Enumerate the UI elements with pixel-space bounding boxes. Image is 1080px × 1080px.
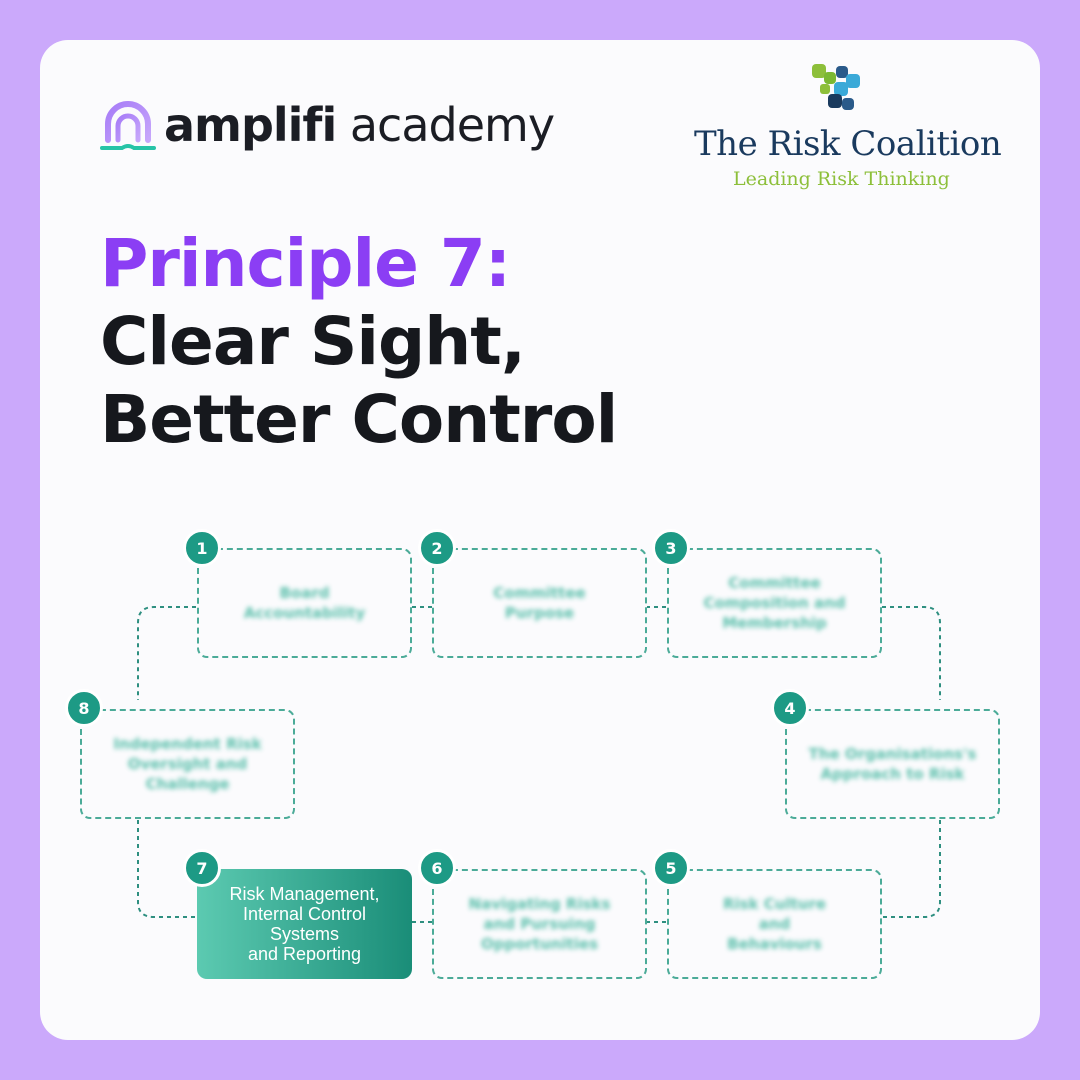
principle-number-6: 6: [418, 849, 456, 887]
principle-label-4: The Organisations's Approach to Risk: [808, 745, 977, 783]
brand-name-bold: amplifi: [164, 98, 337, 152]
principle-box-4: The Organisations's Approach to Risk: [785, 709, 1000, 819]
brand-wordmark: amplifi academy: [164, 98, 555, 152]
risk-coalition-brand: The Risk Coalition Leading Risk Thinking: [680, 58, 1002, 198]
principle-label-1: Board Accountability: [243, 584, 366, 622]
risk-coalition-puzzle-icon: [812, 64, 860, 110]
principle-number-1: 1: [183, 529, 221, 567]
risk-coalition-tagline: Leading Risk Thinking: [733, 168, 950, 190]
risk-coalition-name: The Risk Coalition: [694, 124, 1002, 164]
principle-box-6: Navigating Risks and Pursuing Opportunit…: [432, 869, 647, 979]
principle-label-6: Navigating Risks and Pursuing Opportunit…: [468, 895, 611, 953]
title-line-3: Better Control: [100, 381, 618, 458]
page-title: Principle 7: Clear Sight, Better Control: [100, 225, 618, 459]
principle-number-3: 3: [652, 529, 690, 567]
principle-number-7: 7: [183, 849, 221, 887]
principle-label-7: Risk Management, Internal Control System…: [229, 884, 380, 964]
principle-box-5: Risk Culture and Behaviours: [667, 869, 882, 979]
principle-number-2: 2: [418, 529, 456, 567]
title-principle-number: Principle 7:: [100, 225, 511, 302]
principle-box-7-active: Risk Management, Internal Control System…: [197, 869, 412, 979]
principle-number-5: 5: [652, 849, 690, 887]
principle-box-3: Committee Composition and Membership: [667, 548, 882, 658]
amplifi-arch-icon: [100, 101, 156, 150]
principle-number-4: 4: [771, 689, 809, 727]
principle-label-3: Committee Composition and Membership: [703, 574, 846, 632]
principle-label-8: Independent Risk Oversight and Challenge: [113, 735, 262, 793]
principle-box-8: Independent Risk Oversight and Challenge: [80, 709, 295, 819]
principle-number-8: 8: [65, 689, 103, 727]
principle-label-2: Committee Purpose: [493, 584, 586, 622]
principle-label-5: Risk Culture and Behaviours: [722, 895, 827, 953]
title-line-2: Clear Sight,: [100, 303, 526, 380]
brand-name-light: academy: [349, 98, 555, 152]
principle-box-1: Board Accountability: [197, 548, 412, 658]
principle-box-2: Committee Purpose: [432, 548, 647, 658]
